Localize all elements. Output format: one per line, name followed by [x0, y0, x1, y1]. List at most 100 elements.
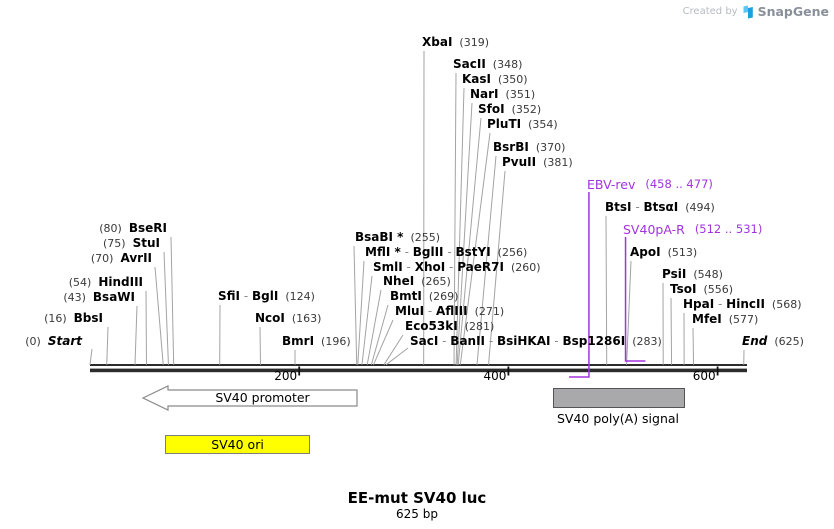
site-position: (568) — [771, 297, 802, 311]
site-label-stui[interactable]: (75)StuI — [103, 235, 160, 251]
enzyme-name: StuI — [132, 236, 160, 250]
site-label-sacii[interactable]: SacII(348) — [453, 56, 522, 72]
axis-tick-mark — [507, 366, 510, 376]
site-label-smli[interactable]: SmlI - XhoI - PaeR7I(260) — [373, 259, 541, 275]
callout-line-mfei — [692, 327, 695, 365]
sv40-promoter-label: SV40 promoter — [215, 390, 310, 405]
site-position: (319) — [459, 35, 489, 49]
sv40-polya-box[interactable] — [553, 388, 685, 408]
site-position: (255) — [410, 230, 441, 244]
separator: - — [443, 245, 456, 259]
enzyme-name: PluTI — [487, 117, 522, 131]
site-label-pluti[interactable]: PluTI (354) — [487, 116, 558, 132]
site-label-psii[interactable]: PsiI(548) — [662, 266, 723, 282]
site-label-hindiii[interactable]: (54) HindIII — [69, 274, 143, 290]
site-position: (271) — [474, 304, 505, 318]
enzyme-name: BsaBI * — [355, 230, 404, 244]
enzyme-name: BseRI — [128, 221, 167, 235]
callout-line-bseri — [170, 236, 175, 365]
site-label-pvuii[interactable]: PvuII(381) — [502, 154, 573, 170]
enzyme-name: HindIII — [98, 275, 143, 289]
site-label-bsabi[interactable]: BsaBI * (255) — [355, 229, 440, 245]
site-label-btsi[interactable]: BtsI - BtsαI(494) — [605, 199, 715, 215]
site-label-sfii[interactable]: SfiI - BglI(124) — [218, 288, 315, 304]
enzyme-name: XbaI — [422, 35, 453, 49]
separator: - — [402, 260, 415, 274]
callout-line-smli — [361, 275, 373, 365]
separator: - — [400, 245, 413, 259]
site-label-bsrbi[interactable]: BsrBI (370) — [493, 139, 565, 155]
backbone-line-thick[interactable] — [90, 368, 747, 373]
site-label-bmti[interactable]: BmtI (269) — [390, 288, 458, 304]
site-position: (256) — [497, 245, 528, 259]
enzyme-name: HpaI - HincII — [683, 297, 765, 311]
sv40-ori-box[interactable]: SV40 ori — [165, 435, 310, 454]
site-position: (281) — [464, 319, 495, 333]
site-position: (350) — [498, 72, 528, 86]
site-label-sfoi[interactable]: SfoI (352) — [478, 101, 541, 117]
enzyme-name: Start — [47, 334, 82, 348]
site-label-hpai[interactable]: HpaI - HincII (568) — [683, 296, 802, 312]
site-position: (625) — [774, 334, 804, 348]
enzyme-name: BmtI — [390, 289, 422, 303]
separator: - — [714, 297, 727, 311]
site-label-mfli[interactable]: MflI * - BglII - BstYI(256) — [365, 244, 527, 260]
primer-label-ebv-rev[interactable]: EBV-rev(458 .. 477) — [587, 176, 713, 192]
site-label-mlui[interactable]: MluI - AflIII (271) — [395, 303, 504, 319]
site-position: (54) — [68, 275, 92, 289]
site-position: (354) — [528, 117, 558, 131]
primer-label-sv40pa-r[interactable]: SV40pA-R(512 .. 531) — [623, 221, 762, 237]
enzyme-name: Eco53kI — [405, 319, 458, 333]
enzyme-name: KasI — [462, 72, 492, 86]
primer-line-ebv-rev — [569, 192, 590, 378]
site-label-bsawi[interactable]: (43)BsaWI — [63, 289, 135, 305]
enzyme-name: EBV-rev — [587, 176, 636, 192]
site-label-mfei[interactable]: MfeI(577) — [692, 311, 758, 327]
site-label-start[interactable]: (0)Start — [25, 333, 82, 349]
site-position: (370) — [535, 140, 566, 154]
map-length: 625 bp — [396, 507, 438, 521]
site-label-kasi[interactable]: KasI (350) — [462, 71, 528, 87]
site-position: (494) — [685, 200, 715, 214]
enzyme-name: SacII — [453, 57, 486, 71]
sv40-promoter-arrow[interactable] — [141, 385, 358, 411]
separator: - — [485, 334, 497, 348]
site-label-bmri[interactable]: BmrI(196) — [282, 333, 351, 349]
site-label-saci[interactable]: SacI - BanII - BsiHKAI - Bsp1286I(283) — [410, 333, 662, 349]
enzyme-name: End — [742, 334, 768, 348]
site-position: (269) — [428, 289, 459, 303]
site-position: (548) — [693, 267, 723, 281]
site-label-eco53ki[interactable]: Eco53kI (281) — [405, 318, 494, 334]
site-label-xbai[interactable]: XbaI (319) — [422, 34, 489, 50]
enzyme-name: SfiI - BglI — [218, 289, 279, 303]
site-label-avrii[interactable]: (70)AvrII — [91, 250, 152, 266]
site-label-apoi[interactable]: ApoI(513) — [630, 244, 697, 260]
axis-tick-label: 200 — [274, 369, 298, 383]
site-label-nari[interactable]: NarI(351) — [470, 86, 535, 102]
enzyme-name: MluI - AflIII — [395, 304, 468, 318]
callout-line-eco53ki — [383, 334, 404, 366]
callout-line-pluti — [459, 132, 491, 365]
backbone-line-thin[interactable] — [90, 364, 747, 366]
sv40-ori-label: SV40 ori — [211, 437, 264, 452]
site-label-tsoi[interactable]: TsoI(556) — [670, 281, 733, 297]
site-position: (352) — [511, 102, 542, 116]
separator: - — [631, 200, 644, 214]
callout-line-bsawi — [134, 305, 138, 365]
enzyme-name: BsrBI — [493, 140, 529, 154]
site-label-bseri[interactable]: (80)BseRI — [99, 220, 167, 236]
site-position: (577) — [728, 312, 759, 326]
callout-line-stui — [163, 251, 169, 365]
callout-line-bbsi — [106, 326, 109, 365]
site-label-ncoi[interactable]: NcoI(163) — [255, 310, 321, 326]
site-label-end[interactable]: End (625) — [742, 333, 804, 349]
enzyme-name: SfoI — [478, 102, 505, 116]
site-label-bbsi[interactable]: (16)BbsI — [44, 310, 103, 326]
site-label-nhei[interactable]: NheI(265) — [383, 273, 451, 289]
site-position: (512 .. 531) — [694, 222, 763, 236]
axis-tick-mark — [298, 366, 301, 376]
axis-tick-mark — [716, 366, 719, 376]
callout-line-nhei — [366, 289, 382, 365]
